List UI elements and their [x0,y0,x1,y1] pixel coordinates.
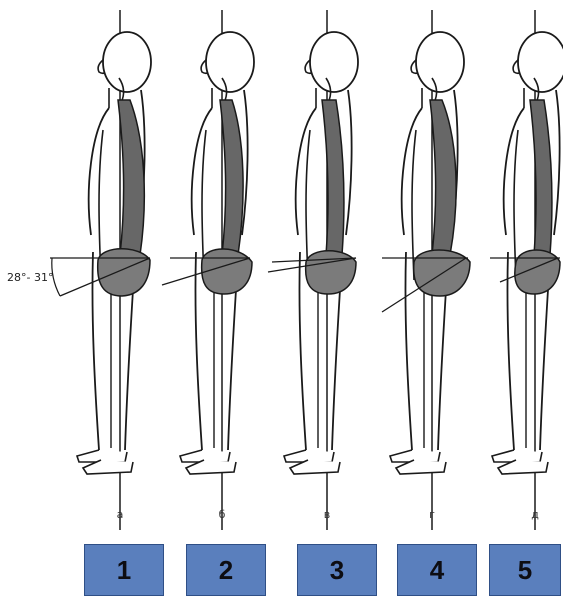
posture-5-button[interactable]: 5 [489,544,561,596]
posture-2-button[interactable]: 2 [186,544,266,596]
figure-4 [382,10,470,530]
posture-4-button[interactable]: 4 [397,544,477,596]
figure-5-letter: д [525,508,545,521]
angle-label: 28°- 31° [7,271,53,284]
figure-1 [50,10,151,530]
figure-2-letter: б [212,508,232,521]
figure-5 [490,10,563,530]
figure-3 [268,10,358,530]
figure-4-letter: г [422,508,442,521]
posture-1-button[interactable]: 1 [84,544,164,596]
figure-2 [162,10,254,530]
figure-3-letter: в [317,508,337,521]
figure-1-letter: а [110,508,130,521]
posture-3-button[interactable]: 3 [297,544,377,596]
